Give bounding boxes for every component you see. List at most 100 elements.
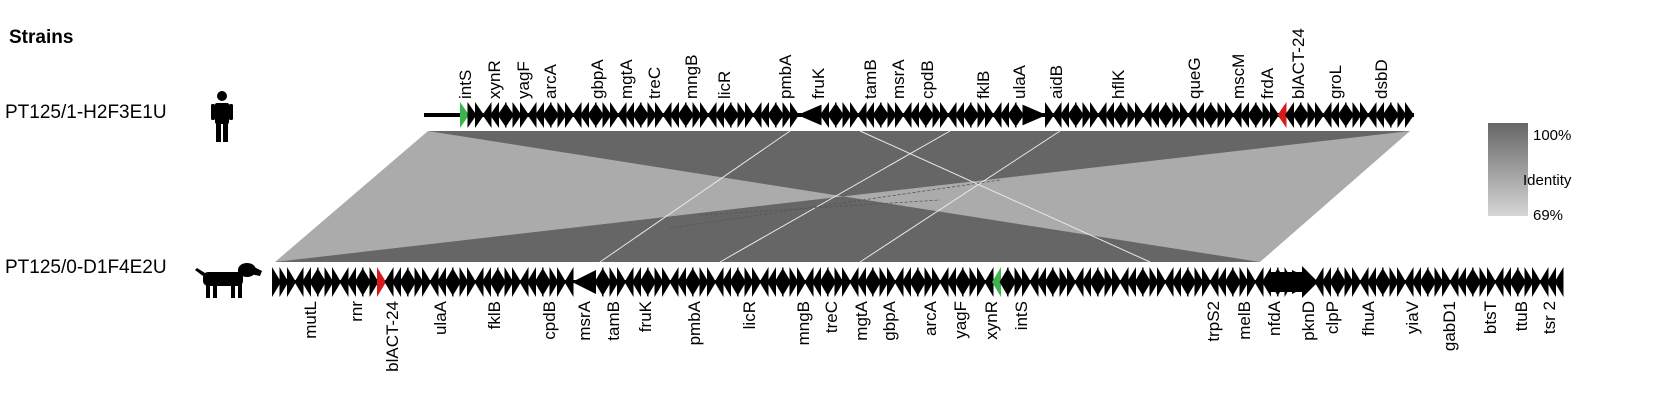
top-gene-arrow: [1240, 102, 1249, 128]
bottom-gene-arrow: [437, 267, 446, 297]
top-gene-arrow: [692, 102, 702, 128]
top-gene-arrow: [1210, 102, 1219, 128]
bottom-gene-arrow: [789, 267, 799, 297]
bottom-gene-arrow: [1427, 267, 1436, 297]
top-gene-arrow: [602, 102, 612, 128]
bottom-gene-arrow: [279, 267, 289, 297]
bottom-gene-arrow: [309, 267, 319, 297]
top-gene-arrow: [715, 102, 724, 128]
top-gene-arrow: [1022, 104, 1047, 126]
bottom-gene-arrow: [332, 267, 341, 297]
top-gene-arrow: [640, 102, 649, 128]
gene-label-bottom: gabD1: [1440, 301, 1459, 351]
top-gene-arrow: [655, 102, 664, 128]
gene-label-top: msrA: [889, 59, 908, 99]
bottom-gene-arrow: [1157, 267, 1166, 297]
bottom-gene-arrow: [692, 267, 701, 297]
bottom-gene-arrow: [1457, 267, 1466, 297]
strain-name-bottom: PT125/0-D1F4E2U: [5, 257, 167, 278]
bottom-gene-arrow: [804, 267, 814, 297]
bottom-gene-arrow: [287, 267, 296, 297]
bottom-gene-arrow: [1232, 267, 1241, 297]
top-gene-arrow: [865, 102, 874, 128]
top-gene-arrow: [1187, 102, 1197, 128]
top-gene-arrow: [497, 102, 507, 128]
bottom-gene-arrow: [947, 267, 956, 297]
bottom-gene-arrow: [1067, 267, 1076, 297]
top-gene-arrow: [932, 102, 942, 128]
top-gene-arrow: [572, 102, 582, 128]
top-gene-arrow: [685, 102, 694, 128]
bottom-gene-arrow: [1239, 267, 1249, 297]
bottom-gene-arrow: [444, 267, 454, 297]
top-gene-arrow: [760, 102, 769, 128]
bottom-gene-arrow: [1397, 267, 1406, 297]
top-gene-arrow: [790, 102, 799, 128]
bottom-gene-arrow: [1382, 267, 1391, 297]
bottom-gene-arrow: [909, 267, 919, 297]
bottom-gene-arrow: [1104, 267, 1114, 297]
gene-label-bottom: blACT-24: [383, 301, 402, 372]
top-gene-arrow: [992, 102, 1002, 128]
bottom-gene-arrow: [482, 267, 491, 297]
identity-min-label: 69%: [1533, 207, 1564, 224]
top-gene-arrow: [1337, 102, 1347, 128]
bottom-gene-arrow: [347, 267, 356, 297]
gene-label-bottom: trpS2: [1204, 301, 1223, 342]
top-gene-arrow: [1375, 102, 1384, 128]
gene-label-top: yagF: [514, 61, 533, 99]
top-gene-arrow: [797, 104, 822, 126]
gene-label-bottom: fruK: [636, 300, 655, 332]
bottom-gene-arrow: [302, 267, 311, 297]
identity-gap-line: [599, 130, 791, 263]
top-gene-arrow: [632, 102, 642, 128]
bottom-gene-arrow: [1502, 267, 1511, 297]
bottom-gene-arrow: [1389, 267, 1399, 297]
genome-track-top: [424, 102, 1414, 128]
bottom-gene-arrow: [362, 267, 371, 297]
top-gene-arrow: [1097, 102, 1107, 128]
bottom-gene-arrow: [1089, 267, 1099, 297]
gene-label-bottom: btsT: [1481, 301, 1500, 334]
gene-label-bottom: xynR: [982, 301, 1001, 340]
bottom-gene-arrow: [1509, 267, 1519, 297]
top-gene-arrow: [1345, 102, 1354, 128]
top-gene-arrow: [985, 102, 994, 128]
bottom-gene-arrow: [512, 267, 521, 297]
top-gene-arrow: [872, 102, 882, 128]
bottom-gene-arrow: [399, 267, 409, 297]
bottom-gene-arrow: [519, 267, 529, 297]
bottom-gene-arrow: [1074, 267, 1084, 297]
top-gene-arrow: [1142, 102, 1152, 128]
top-gene-arrow: [1075, 102, 1084, 128]
gene-label-top: mscM: [1229, 54, 1248, 99]
bottom-gene-arrow: [294, 267, 304, 297]
bottom-gene-arrow: [624, 267, 634, 297]
bottom-gene-arrow: [639, 267, 649, 297]
identity-gap-line: [699, 199, 941, 216]
top-gene-arrow: [895, 102, 904, 128]
gene-label-top: cpdB: [918, 60, 937, 99]
top-gene-arrow: [1127, 102, 1137, 128]
gene-label-bottom: licR: [740, 301, 759, 329]
bottom-gene-arrow: [669, 267, 679, 297]
top-gene-arrow: [857, 102, 867, 128]
bottom-gene-arrow: [827, 267, 836, 297]
gene-label-top: licR: [715, 71, 734, 99]
bottom-gene-arrow: [722, 267, 731, 297]
top-gene-arrow: [1052, 102, 1062, 128]
bottom-gene-arrow: [317, 267, 326, 297]
bottom-gene-arrow: [939, 267, 949, 297]
gene-label-top: treC: [645, 67, 664, 99]
bottom-gene-arrow: [392, 267, 401, 297]
top-gene-arrow: [835, 102, 844, 128]
gene-label-bottom: mgtA: [852, 300, 871, 340]
bottom-gene-arrow: [1464, 267, 1474, 297]
gene-label-top: mngB: [682, 55, 701, 99]
bottom-gene-arrow: [684, 267, 694, 297]
top-gene-arrow: [1105, 102, 1114, 128]
gene-label-bottom: tsr 2: [1540, 301, 1559, 334]
bottom-gene-arrow: [1412, 267, 1421, 297]
identity-gap-line: [669, 179, 1001, 229]
